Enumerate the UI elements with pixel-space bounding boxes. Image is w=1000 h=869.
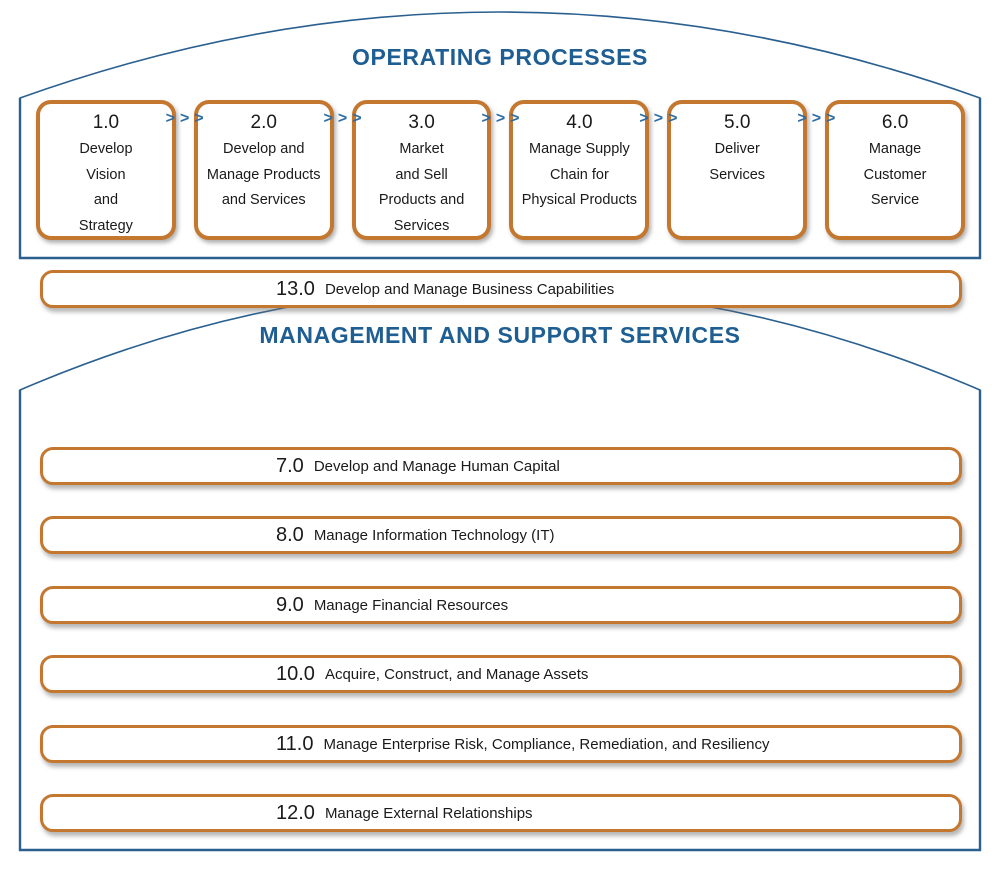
management-arch-outline: [18, 286, 982, 852]
support-bar-8: 8.0 Manage Information Technology (IT): [40, 516, 962, 554]
process-label: Manage Supply Chain for Physical Product…: [521, 141, 638, 208]
support-bar-12: 12.0 Manage External Relationships: [40, 794, 962, 832]
process-number: 7.0: [276, 455, 304, 477]
process-number: 2.0: [250, 112, 277, 133]
process-number: 10.0: [276, 663, 315, 685]
process-box-4: 4.0 Manage Supply Chain for Physical Pro…: [509, 100, 650, 240]
process-label: Manage External Relationships: [324, 804, 533, 822]
arch-curve: [19, 286, 981, 851]
support-bar-13: 13.0 Develop and Manage Business Capabil…: [40, 270, 962, 308]
support-bar-7: 7.0 Develop and Manage Human Capital: [40, 447, 962, 485]
chevron-right-icon: >: [337, 110, 348, 127]
process-label: Develop and Manage Human Capital: [313, 457, 560, 475]
process-label: Manage Enterprise Risk, Compliance, Reme…: [323, 735, 770, 753]
process-label: Manage Customer Service: [863, 141, 927, 208]
chevron-right-icon: >: [495, 110, 506, 127]
management-support-title: MANAGEMENT AND SUPPORT SERVICES: [259, 322, 741, 348]
process-number: 4.0: [566, 112, 593, 133]
process-label: Market and Sell Products and Services: [378, 141, 465, 234]
operating-processes-section: OPERATING PROCESSES 1.0 Develop Vision a…: [0, 0, 1000, 270]
process-label: Develop Vision and Strategy: [78, 141, 133, 234]
process-box-6: 6.0 Manage Customer Service: [825, 100, 965, 240]
process-box-2: 2.0 Develop and Manage Products and Serv…: [193, 100, 334, 240]
process-number: 11.0: [276, 733, 314, 755]
process-label: Acquire, Construct, and Manage Assets: [324, 665, 589, 683]
support-bar-10: 10.0 Acquire, Construct, and Manage Asse…: [40, 655, 962, 693]
operating-boxes-row: 1.0 Develop Vision and Strategy 2.0 Deve…: [36, 100, 965, 240]
process-box-3: 3.0 Market and Sell Products and Service…: [351, 100, 492, 240]
process-box-1: 1.0 Develop Vision and Strategy: [36, 100, 176, 240]
process-number: 9.0: [276, 594, 304, 616]
process-number: 5.0: [724, 112, 751, 133]
process-label: Manage Financial Resources: [313, 596, 509, 614]
process-number: 1.0: [92, 112, 120, 133]
support-bar-11: 11.0 Manage Enterprise Risk, Compliance,…: [40, 725, 962, 763]
chevron-right-icon: >: [653, 110, 664, 127]
process-label: Deliver Services: [709, 141, 766, 183]
management-support-section: MANAGEMENT AND SUPPORT SERVICES 7.0 Deve…: [0, 270, 1000, 869]
process-number: 13.0: [276, 278, 315, 300]
process-number: 6.0: [881, 112, 909, 133]
process-number: 3.0: [408, 112, 435, 133]
chevron-right-icon: >: [811, 110, 822, 127]
process-label: Develop and Manage Business Capabilities: [324, 280, 615, 298]
process-number: 12.0: [276, 802, 315, 824]
process-box-5: 5.0 Deliver Services: [667, 100, 808, 240]
process-number: 8.0: [276, 524, 304, 546]
chevron-right-icon: >: [179, 110, 190, 127]
process-label: Develop and Manage Products and Services: [206, 141, 321, 208]
support-bar-9: 9.0 Manage Financial Resources: [40, 586, 962, 624]
process-label: Manage Information Technology (IT): [313, 526, 555, 544]
operating-processes-title: OPERATING PROCESSES: [352, 44, 648, 70]
